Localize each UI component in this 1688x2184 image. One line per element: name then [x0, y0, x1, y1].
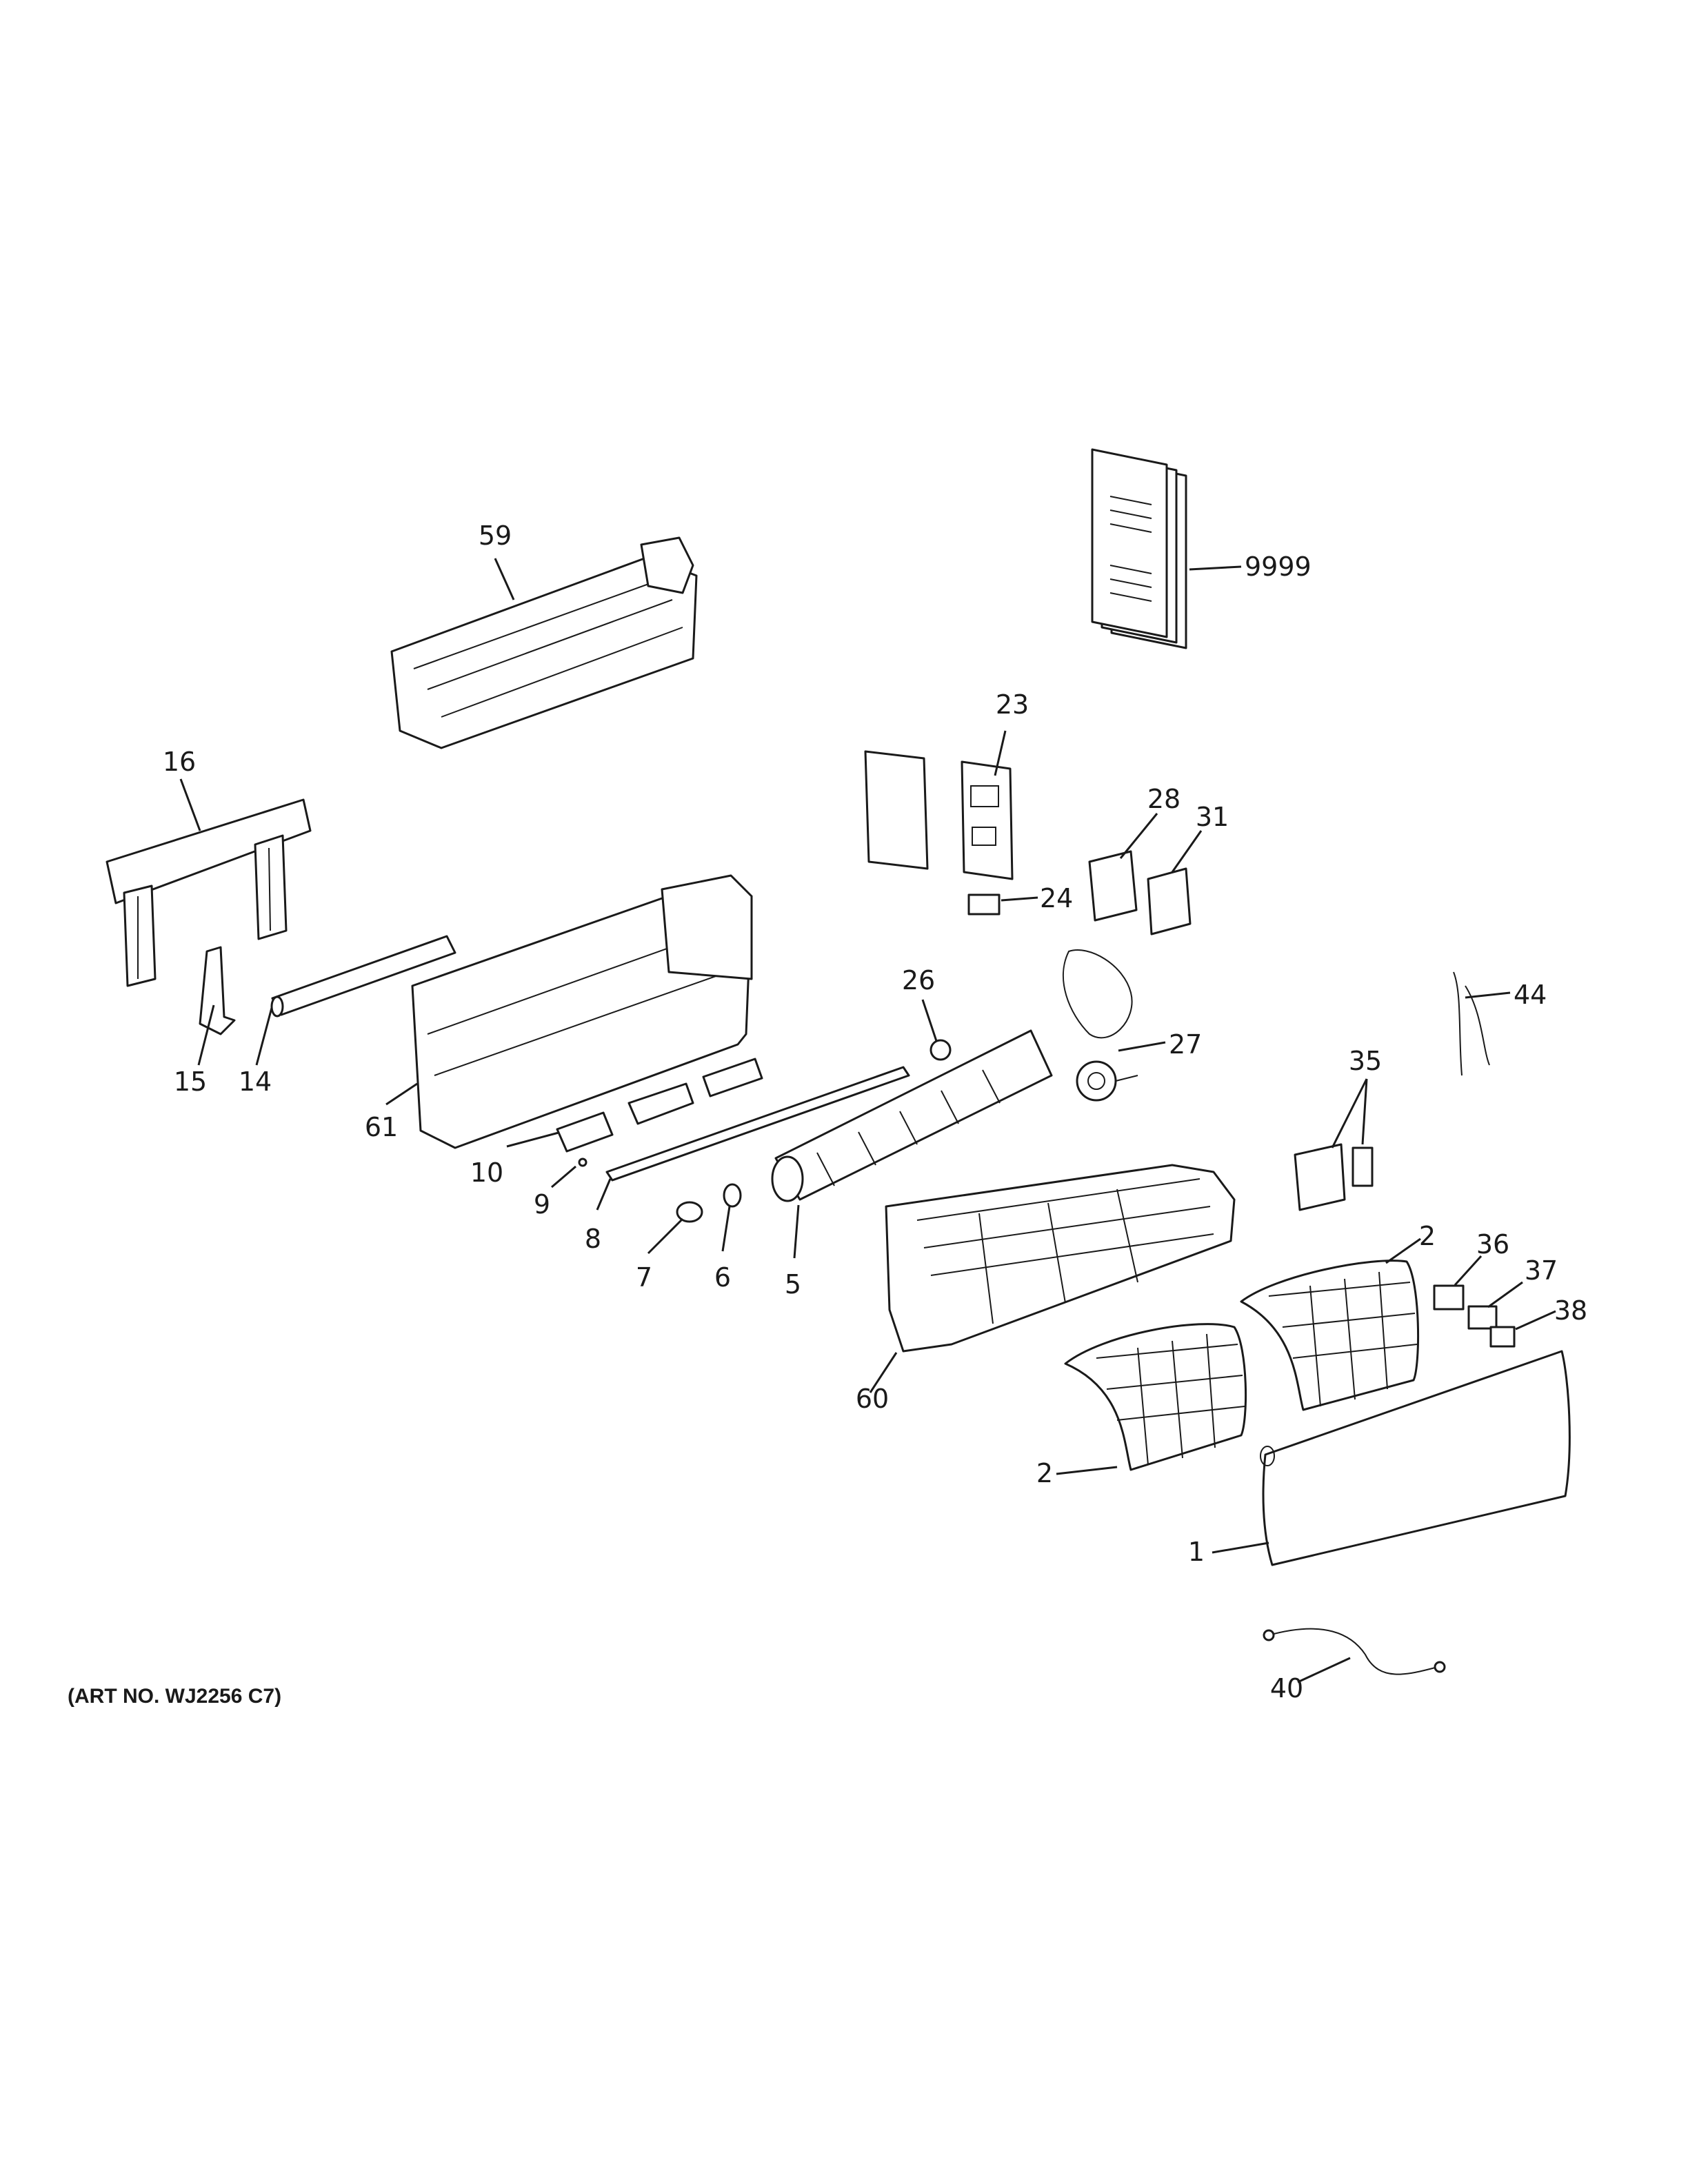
callout-40: 40 — [1270, 1673, 1303, 1703]
callout-24: 24 — [1040, 883, 1073, 913]
part-7-holder — [676, 1201, 703, 1223]
part-40-wire — [1263, 1628, 1446, 1675]
part-38 — [1489, 1326, 1516, 1348]
callout-1: 1 — [1188, 1537, 1205, 1567]
callout-59: 59 — [479, 520, 512, 551]
part-2-filter-lower — [1064, 1323, 1247, 1471]
leader-lines — [179, 558, 1556, 1684]
part-16-mounting-plate — [106, 798, 312, 987]
part-9999-manual — [1091, 448, 1187, 649]
callout-16: 16 — [163, 747, 196, 777]
callout-8: 8 — [585, 1224, 601, 1254]
part-1-front-panel — [1260, 1350, 1571, 1566]
callout-7: 7 — [636, 1262, 652, 1293]
callout-61: 61 — [365, 1112, 398, 1142]
part-26-bearing — [930, 1039, 952, 1061]
part-15-bracket — [199, 946, 236, 1035]
callout-10: 10 — [470, 1157, 503, 1188]
callout-36: 36 — [1476, 1229, 1509, 1260]
part-36 — [1433, 1284, 1465, 1311]
callout-31: 31 — [1196, 802, 1229, 832]
part-44-sensor — [1453, 971, 1490, 1076]
part-28-cover — [1088, 850, 1138, 922]
part-27-fan-motor — [1076, 1060, 1138, 1102]
callout-28: 28 — [1147, 784, 1180, 814]
callout-44: 44 — [1514, 980, 1547, 1010]
part-61-chassis — [411, 874, 753, 1149]
part-31-cover — [1147, 867, 1192, 936]
part-60-front-frame — [885, 1164, 1236, 1353]
part-24-connector — [967, 893, 1001, 916]
callout-2-lower: 2 — [1036, 1458, 1053, 1488]
part-59-evaporator — [390, 536, 698, 749]
part-9-pin — [578, 1157, 587, 1167]
callout-14: 14 — [239, 1066, 272, 1097]
part-10-louvers — [556, 1058, 763, 1153]
callout-60: 60 — [856, 1384, 889, 1414]
part-6-gear — [723, 1183, 742, 1208]
part-23-control-board — [864, 750, 1014, 880]
callout-27: 27 — [1169, 1029, 1202, 1060]
callout-6: 6 — [714, 1262, 731, 1293]
callout-37: 37 — [1525, 1255, 1558, 1286]
part-wire-bundle — [1063, 949, 1133, 1039]
art-number: (ART NO. WJ2256 C7) — [68, 1685, 281, 1708]
part-8-vane — [605, 1066, 910, 1182]
callout-9999: 9999 — [1245, 552, 1312, 582]
callout-15: 15 — [174, 1066, 207, 1097]
callout-9: 9 — [534, 1189, 550, 1220]
callout-labels: 59 9999 23 16 28 31 24 26 44 27 15 14 35… — [163, 520, 1587, 1703]
callout-5: 5 — [785, 1269, 801, 1300]
part-37 — [1467, 1305, 1498, 1330]
part-2-filter-upper — [1240, 1260, 1420, 1411]
part-35-covers — [1294, 1143, 1374, 1211]
callout-2-upper: 2 — [1419, 1221, 1436, 1251]
callout-26: 26 — [902, 965, 935, 995]
part-14-tube — [270, 935, 456, 1018]
callout-23: 23 — [996, 689, 1029, 720]
part-5-crossflow-fan — [771, 1029, 1053, 1202]
callout-35: 35 — [1349, 1046, 1382, 1076]
callout-38: 38 — [1554, 1295, 1587, 1326]
